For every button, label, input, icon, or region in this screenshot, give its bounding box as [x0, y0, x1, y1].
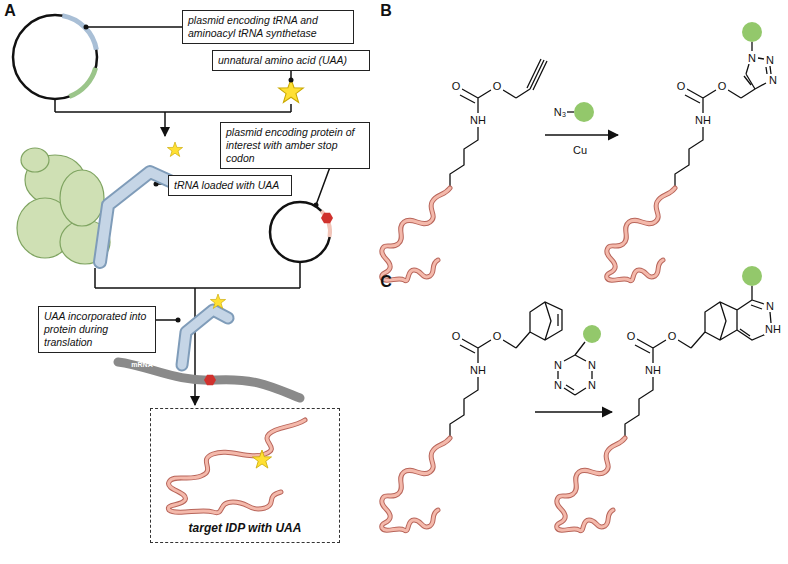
panel-c-art: [382, 266, 771, 531]
atom-label: O: [492, 330, 503, 342]
atom-label: N: [747, 52, 757, 64]
atom-label: NH: [469, 364, 487, 376]
atom-label: NH: [644, 364, 662, 376]
callout-box: unnatural amino acid (UAA): [212, 50, 370, 71]
callout-box: plasmid encoding tRNA and aminoacyl tRNA…: [182, 10, 354, 44]
result-box: target IDP with UAA: [150, 408, 340, 543]
atom-label: N: [553, 359, 563, 371]
callout-text: unnatural amino acid (UAA): [218, 54, 364, 67]
atom-label: N₃: [553, 106, 567, 118]
atom-label: O: [492, 80, 503, 92]
atom-label: NH: [469, 114, 487, 126]
panel-letter: B: [379, 2, 393, 20]
atom-label: O: [676, 80, 687, 92]
atom-label: Cu: [572, 144, 588, 156]
panel-letter: C: [379, 273, 393, 291]
panel-b-art: [382, 22, 771, 281]
callout-text: tRNA loaded with UAA: [174, 179, 286, 192]
atom-label: N: [553, 379, 563, 391]
atom-label: N: [768, 74, 778, 86]
callout-box: UAA incorporated into protein during tra…: [38, 306, 156, 353]
callout-text: plasmid encoding protein of interest wit…: [226, 126, 364, 165]
atom-label: O: [451, 80, 462, 92]
callout-box: tRNA loaded with UAA: [168, 175, 292, 196]
atom-label: N: [587, 359, 597, 371]
panel-letter: A: [3, 2, 17, 20]
callout-text: target IDP with UAA: [157, 521, 333, 536]
atom-label: NH: [694, 114, 712, 126]
callout-box: plasmid encoding protein of interest wit…: [220, 122, 370, 169]
strand-label: mRNA: [130, 361, 153, 369]
atom-label: O: [451, 330, 462, 342]
atom-label: O: [717, 80, 728, 92]
atom-label: O: [626, 330, 637, 342]
callout-text: plasmid encoding tRNA and aminoacyl tRNA…: [188, 14, 348, 40]
callout-text: UAA incorporated into protein during tra…: [44, 310, 150, 349]
atom-label: O: [667, 330, 678, 342]
atom-label: N: [765, 300, 775, 312]
panel-a-art: [13, 15, 333, 513]
atom-label: NH: [764, 323, 782, 335]
atom-label: N: [587, 379, 597, 391]
atom-label: N: [765, 54, 775, 66]
